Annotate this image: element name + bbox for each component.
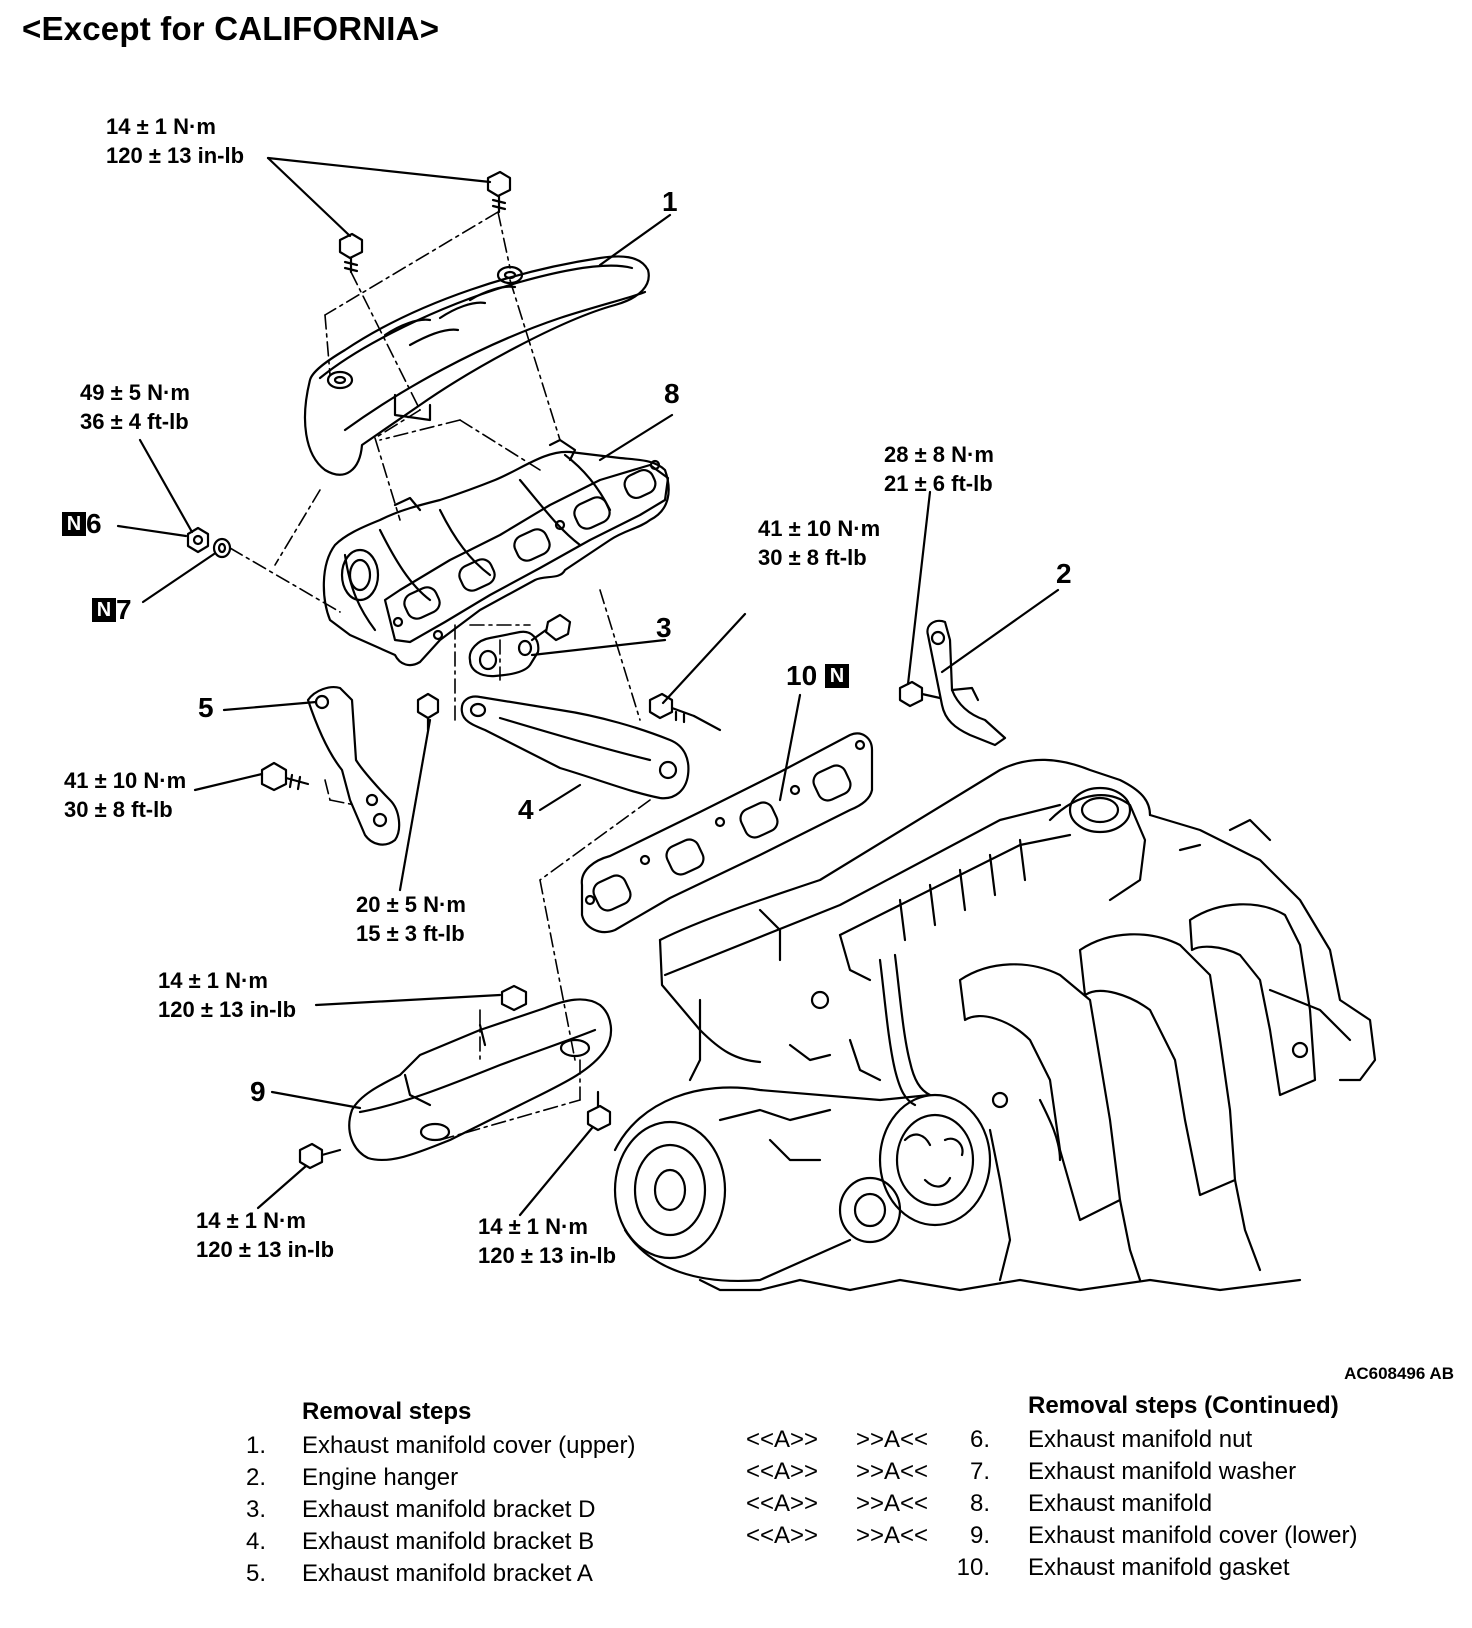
engine-block xyxy=(613,758,1377,1292)
callout-3: 3 xyxy=(656,612,672,643)
exhaust-manifold-bracket-d xyxy=(468,613,572,678)
step-ref-install: >>A<< xyxy=(856,1426,929,1453)
n-mark-10: N xyxy=(824,664,849,688)
cover-upper-bolts xyxy=(338,170,512,274)
nut-and-washer xyxy=(186,526,232,559)
callout-2: 2 xyxy=(1056,558,1072,589)
step-ref-install: >>A<< xyxy=(856,1458,929,1485)
removal-steps-continued-header: Removal steps (Continued) xyxy=(1028,1392,1339,1419)
step-ref-install: >>A<< xyxy=(856,1522,929,1549)
callout-5: 5 xyxy=(198,692,214,723)
n-mark-6: N xyxy=(62,512,86,536)
engine-hanger xyxy=(898,619,1007,747)
exhaust-manifold-exploded-diagram xyxy=(116,156,1377,1292)
step-ref-removal: <<A>> xyxy=(746,1426,819,1453)
step-ref-removal: <<A>> xyxy=(746,1490,819,1517)
exhaust-manifold-bracket-b xyxy=(460,695,690,800)
page-title: <Except for CALIFORNIA> xyxy=(22,10,440,47)
step-ref-install: >>A<< xyxy=(856,1490,929,1517)
exhaust-manifold-bracket-a xyxy=(306,686,401,846)
callout-4: 4 xyxy=(518,794,534,825)
exhaust-manifold-gasket xyxy=(580,732,874,934)
exhaust-manifold-cover-lower xyxy=(348,998,613,1162)
callout-9: 9 xyxy=(250,1076,266,1107)
n-mark-7: N xyxy=(92,598,116,622)
step-ref-removal: <<A>> xyxy=(746,1458,819,1485)
exhaust-manifold xyxy=(322,438,670,667)
removal-steps-header: Removal steps xyxy=(302,1398,472,1425)
callout-1: 1 xyxy=(662,186,678,217)
step-ref-removal: <<A>> xyxy=(746,1522,819,1549)
callout-8: 8 xyxy=(664,378,680,409)
exhaust-manifold-cover-upper xyxy=(303,255,650,476)
callout-10: 10 N xyxy=(786,662,849,690)
figure-code: AC608496 AB xyxy=(1344,1364,1454,1383)
